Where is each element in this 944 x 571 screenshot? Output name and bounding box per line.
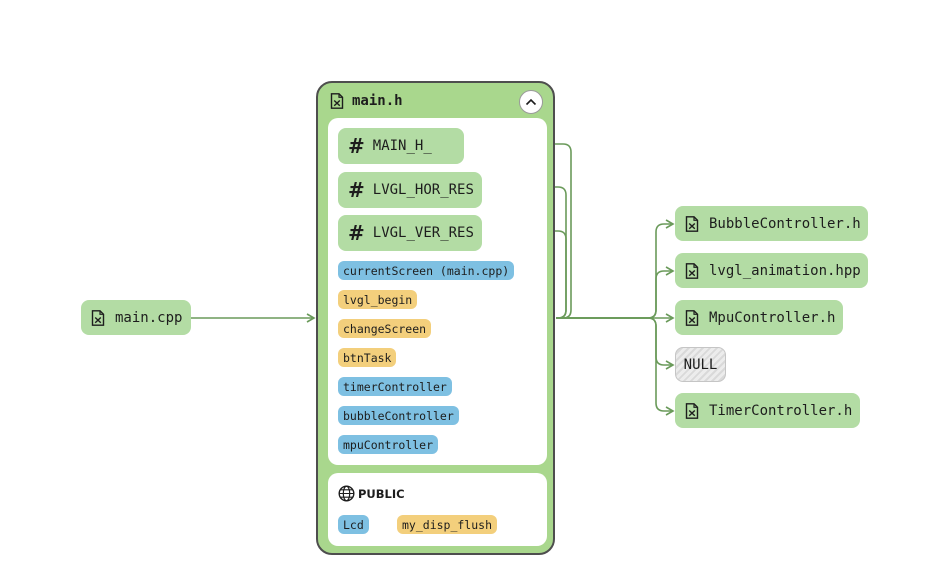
member-label: Lcd (343, 517, 364, 532)
node-label: NULL (683, 356, 718, 373)
file-icon (685, 402, 699, 419)
member-label: mpuController (343, 437, 434, 452)
node-label: TimerController.h (709, 402, 853, 419)
edge-to-lvgl-animation-hpp (556, 266, 675, 319)
node-mpucontroller-h[interactable]: MpuController.h (675, 300, 843, 335)
member-label: changeScreen (343, 321, 427, 336)
public-heading-label: PUBLIC (358, 486, 405, 501)
hash-icon: # (348, 134, 365, 158)
member-label: currentScreen (main.cpp) (343, 263, 510, 278)
node-label: lvgl_animation.hpp (709, 262, 861, 279)
edge-to-timercontroller-h (556, 317, 675, 416)
member-bubble-controller[interactable]: bubbleController (338, 406, 459, 425)
member-btn-task[interactable]: btnTask (338, 348, 397, 367)
chevron-up-icon (525, 98, 537, 106)
container-title: main.h (330, 93, 403, 109)
public-heading: PUBLIC (338, 485, 405, 502)
node-label: BubbleController.h (709, 215, 861, 232)
macro-lvgl-hor-res[interactable]: # LVGL_HOR_RES (338, 172, 482, 208)
node-timercontroller-h[interactable]: TimerController.h (675, 393, 860, 428)
file-icon (91, 309, 105, 326)
hash-icon: # (348, 178, 365, 202)
member-current-screen[interactable]: currentScreen (main.cpp) (338, 261, 515, 280)
member-label: timerController (343, 379, 447, 394)
member-lvgl-begin[interactable]: lvgl_begin (338, 290, 418, 309)
collapse-button[interactable] (519, 90, 543, 114)
container-title-label: main.h (352, 93, 403, 109)
node-bubblecontroller-h[interactable]: BubbleController.h (675, 206, 868, 241)
macro-main-h[interactable]: # MAIN_H_ (338, 128, 464, 164)
member-label: btnTask (343, 350, 392, 365)
edge-to-null (556, 317, 675, 370)
member-label: my_disp_flush (402, 517, 493, 532)
hash-icon: # (348, 221, 365, 245)
node-label: MpuController.h (709, 309, 836, 326)
globe-icon (338, 485, 355, 502)
file-container-main-h[interactable]: main.h # MAIN_H_ # LVGL_HOR_RES # LVGL_V… (316, 81, 555, 555)
edge-to-bubblecontroller-h (556, 219, 675, 319)
file-icon (685, 262, 699, 279)
macro-label: LVGL_HOR_RES (372, 182, 474, 198)
members-panel: # MAIN_H_ # LVGL_HOR_RES # LVGL_VER_RES … (328, 118, 547, 465)
public-member-my-disp-flush[interactable]: my_disp_flush (397, 515, 498, 534)
node-lvgl-animation-hpp[interactable]: lvgl_animation.hpp (675, 253, 868, 288)
file-icon (330, 93, 344, 109)
member-label: lvgl_begin (343, 292, 413, 307)
public-member-lcd[interactable]: Lcd (338, 515, 369, 534)
node-main-cpp[interactable]: main.cpp (81, 300, 191, 335)
node-label: main.cpp (115, 309, 183, 326)
node-null[interactable]: NULL (675, 347, 726, 382)
macro-label: MAIN_H_ (372, 138, 432, 154)
public-panel: PUBLIC Lcd my_disp_flush (328, 473, 547, 546)
member-timer-controller[interactable]: timerController (338, 377, 452, 396)
file-icon (685, 309, 699, 326)
member-change-screen[interactable]: changeScreen (338, 319, 432, 338)
file-icon (685, 215, 699, 232)
member-label: bubbleController (343, 408, 454, 423)
member-mpu-controller[interactable]: mpuController (338, 435, 439, 454)
macro-lvgl-ver-res[interactable]: # LVGL_VER_RES (338, 215, 482, 251)
macro-label: LVGL_VER_RES (372, 225, 474, 241)
